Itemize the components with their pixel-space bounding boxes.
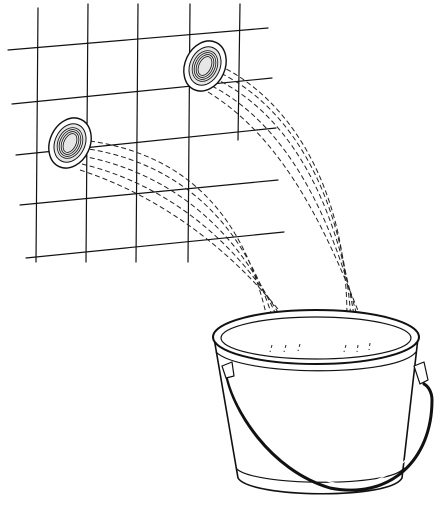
bucket-handle-ear-right [414, 362, 428, 384]
water-stream-upper [208, 62, 370, 345]
bucket [213, 310, 432, 494]
wall-line-h4 [20, 180, 278, 205]
wall-line-h2 [12, 78, 272, 104]
bucket-rim-inner [221, 317, 411, 359]
wall-line-v5 [238, 4, 240, 140]
pipe-outlet-lower [41, 111, 99, 175]
wall-line-v1 [36, 8, 38, 262]
tile-wall [8, 4, 284, 262]
pipe-outlet-upper [176, 34, 234, 98]
wall-line-v4 [188, 4, 190, 262]
wall-line-v3 [136, 4, 138, 262]
